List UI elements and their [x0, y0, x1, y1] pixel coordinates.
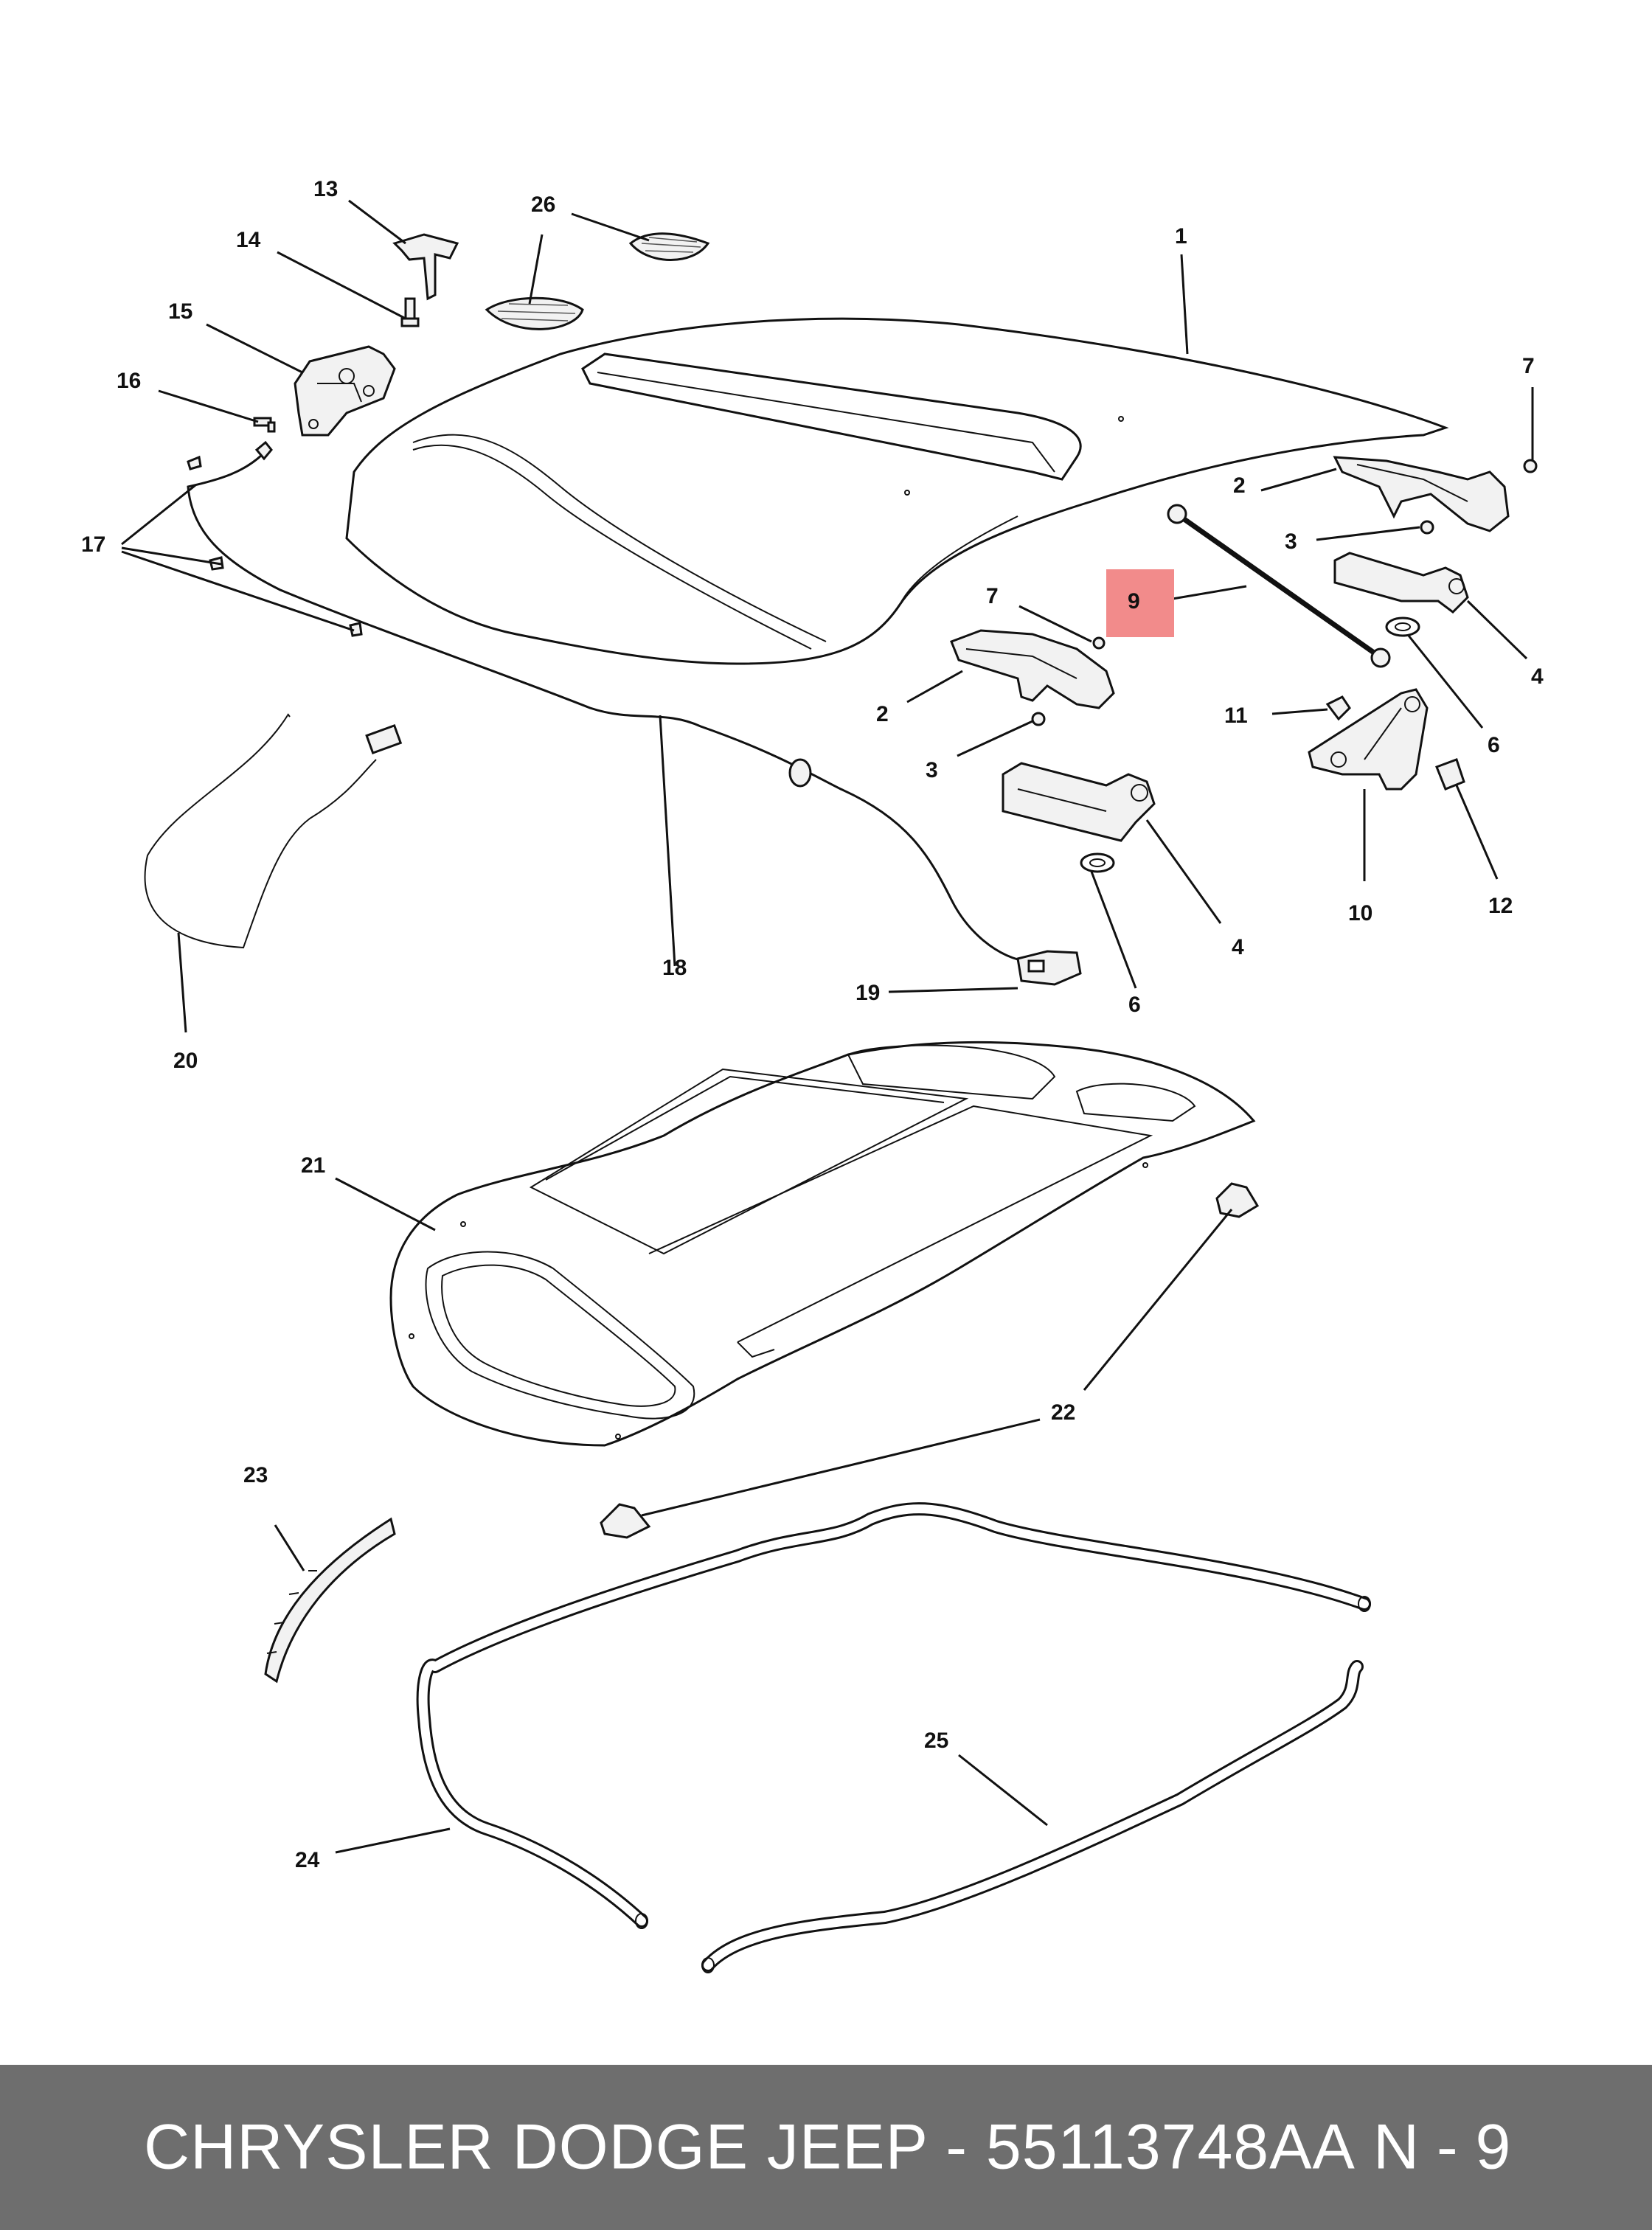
- callout-4-left: 4: [1232, 935, 1244, 959]
- hood-seal-front: [416, 1502, 1371, 1929]
- callout-3-right: 3: [1285, 529, 1297, 554]
- bolt-left: [1031, 712, 1046, 726]
- insulator-clip-upper: [1215, 1182, 1260, 1218]
- footer-part-number: CHRYSLER DODGE JEEP - 55113748AA: [144, 2111, 1356, 2183]
- footer-bar: CHRYSLER DODGE JEEP - 55113748AA N - 9: [0, 2065, 1652, 2230]
- callout-13: 13: [313, 177, 338, 201]
- callout-18: 18: [662, 956, 687, 980]
- hood-insulator: [389, 1041, 1256, 1447]
- hood-latch: [294, 345, 396, 437]
- callout-3-left: 3: [926, 758, 938, 782]
- callout-23: 23: [243, 1463, 268, 1487]
- strut-bracket: [1308, 688, 1429, 791]
- leader-lines: [121, 199, 1534, 1854]
- parts-diagram: 1 13 26 14 15 16 17 7 2 3 9 4 7 6 11 2 3…: [81, 177, 1544, 1973]
- hinge-left: [950, 629, 1115, 709]
- callout-15: 15: [168, 299, 192, 324]
- callout-22: 22: [1051, 1400, 1075, 1425]
- footer-reference: N - 9: [1373, 2111, 1511, 2183]
- callout-19: 19: [856, 981, 880, 1005]
- callout-labels: 1 13 26 14 15 16 17 7 2 3 9 4 7 6 11 2 3…: [81, 177, 1544, 1872]
- callout-1: 1: [1175, 224, 1187, 249]
- latch-screw: [253, 417, 276, 433]
- hood-panel: [345, 317, 1449, 665]
- hood-seal-segment: [264, 1517, 396, 1684]
- callout-11: 11: [1224, 704, 1248, 728]
- callout-2-left: 2: [876, 702, 889, 726]
- callout-4-right: 4: [1531, 664, 1544, 689]
- highlight-box: [1106, 569, 1174, 637]
- washer-left: [1080, 852, 1115, 873]
- scoop-insert-upper: [628, 232, 710, 261]
- callout-7-right: 7: [1522, 354, 1535, 378]
- callout-12: 12: [1488, 894, 1513, 918]
- nut-right: [1523, 459, 1538, 473]
- callout-14: 14: [236, 228, 261, 252]
- callout-16: 16: [117, 369, 141, 393]
- bolt-right: [1420, 520, 1434, 535]
- hinge-right: [1333, 456, 1510, 532]
- callout-9: 9: [1128, 589, 1140, 614]
- callout-26: 26: [531, 192, 555, 217]
- hood-support-strut: [1167, 504, 1391, 668]
- callout-20: 20: [173, 1049, 198, 1073]
- push-clip: [1325, 695, 1351, 721]
- release-handle: [1016, 950, 1082, 986]
- sensor-harness: [144, 713, 403, 949]
- callout-2-right: 2: [1233, 473, 1246, 498]
- callout-7-left: 7: [986, 584, 999, 608]
- bolt: [400, 297, 420, 327]
- callout-24: 24: [295, 1848, 320, 1872]
- bumper-stop: [1435, 758, 1465, 791]
- release-cable: [187, 440, 1033, 964]
- callout-6-left: 6: [1128, 993, 1141, 1017]
- washer-right: [1385, 616, 1420, 637]
- callout-6-right: 6: [1488, 733, 1500, 757]
- callout-17: 17: [81, 532, 105, 557]
- callout-10: 10: [1348, 901, 1372, 925]
- insulator-clip-lower: [600, 1503, 651, 1539]
- striker-bracket: [392, 233, 459, 301]
- callout-21: 21: [301, 1153, 325, 1178]
- scoop-insert-lower: [485, 296, 584, 330]
- hood-seal-rear: [701, 1660, 1364, 1973]
- nut-left: [1092, 636, 1106, 650]
- hinge-mount-right: [1333, 552, 1469, 614]
- callout-25: 25: [924, 1729, 948, 1753]
- hinge-mount-left: [1002, 762, 1156, 842]
